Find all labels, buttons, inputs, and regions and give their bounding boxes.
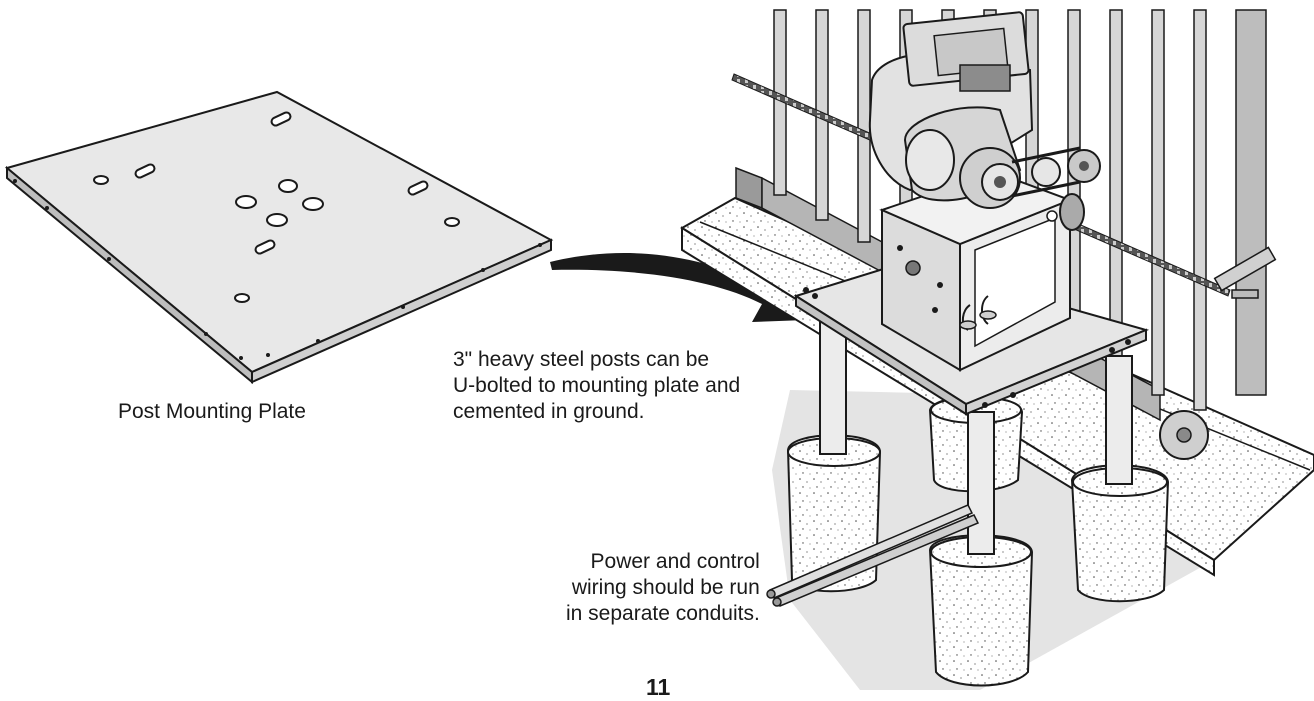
wiring-caption: Power and control wiring should be run i… xyxy=(566,549,760,627)
post-mounting-plate xyxy=(4,90,554,385)
wiring-caption-line-2: wiring should be run xyxy=(571,576,760,599)
wiring-caption-line-1: Power and control xyxy=(590,550,760,573)
arrow-icon xyxy=(550,253,806,322)
operator-motor xyxy=(868,11,1101,231)
page-number: 11 xyxy=(646,674,671,700)
conduits xyxy=(766,504,980,607)
posts-caption-line-3: cemented in ground. xyxy=(453,400,645,423)
gate-scene xyxy=(680,9,1314,690)
wiring-caption-line-3: in separate conduits. xyxy=(566,602,760,625)
footings xyxy=(786,315,1170,687)
mounting-plate-caption: Post Mounting Plate xyxy=(118,399,306,425)
posts-caption-line-2: U-bolted to mounting plate and xyxy=(453,374,741,397)
mounting-plate-caption-text: Post Mounting Plate xyxy=(118,400,306,423)
operator-frame xyxy=(879,170,1073,372)
posts-caption: 3" heavy steel posts can be U-bolted to … xyxy=(453,347,740,425)
posts-caption-line-1: 3" heavy steel posts can be xyxy=(453,348,710,371)
